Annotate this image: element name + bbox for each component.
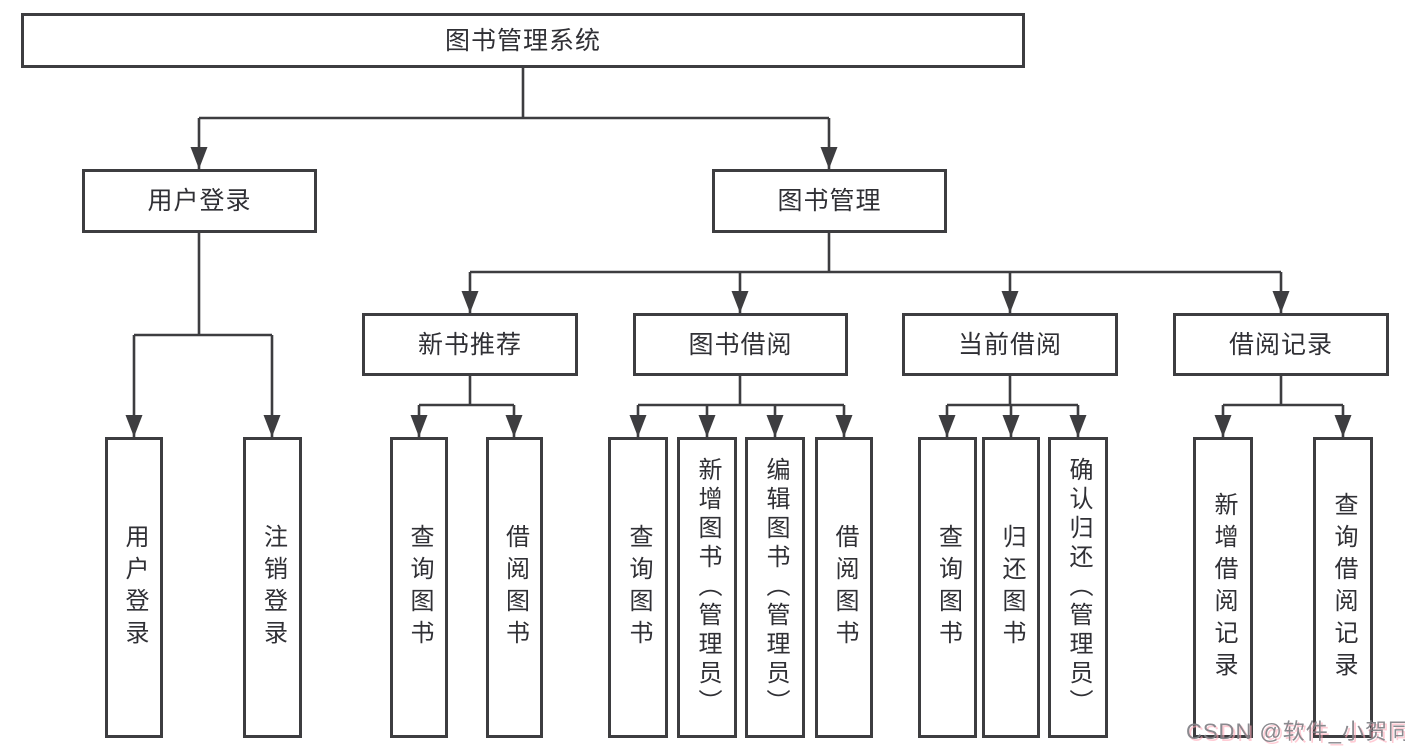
leaf-query-books-1-label: 查询图书 <box>406 523 433 652</box>
leaf-borrow-books-1-label: 借阅图书 <box>501 523 529 652</box>
node-borrow-records: 借阅记录 <box>1173 313 1389 376</box>
leaf-borrow-books-1: 借阅图书 <box>486 437 543 738</box>
leaf-logout: 注销登录 <box>243 437 302 738</box>
node-new-book-recommend: 新书推荐 <box>362 313 578 376</box>
leaf-add-borrow-record: 新增借阅记录 <box>1193 437 1253 738</box>
node-book-management: 图书管理 <box>712 169 947 233</box>
leaf-query-books-2-label: 查询图书 <box>625 523 652 652</box>
csdn-watermark: CSDN @软件_小贺同学 <box>1186 719 1405 744</box>
leaf-add-borrow-record-label: 新增借阅记录 <box>1210 491 1237 684</box>
leaf-query-borrow-record: 查询借阅记录 <box>1313 437 1373 738</box>
leaf-add-books-label: 新增图书（管理员） <box>694 457 721 718</box>
leaf-borrow-books-2-label: 借阅图书 <box>831 523 858 652</box>
leaf-query-books-3-label: 查询图书 <box>934 523 962 652</box>
node-user-login: 用户登录 <box>82 169 317 233</box>
leaf-add-books: 新增图书（管理员） <box>677 437 737 738</box>
leaf-borrow-books-2: 借阅图书 <box>815 437 873 738</box>
node-current-borrow: 当前借阅 <box>902 313 1118 376</box>
leaf-query-books-3: 查询图书 <box>918 437 977 738</box>
leaf-return-books-label: 归还图书 <box>998 523 1025 652</box>
leaf-edit-books: 编辑图书（管理员） <box>745 437 805 738</box>
leaf-logout-label: 注销登录 <box>259 523 287 652</box>
leaf-query-borrow-record-label: 查询借阅记录 <box>1330 491 1357 684</box>
leaf-user-login: 用户登录 <box>105 437 163 738</box>
leaf-return-books: 归还图书 <box>982 437 1040 738</box>
leaf-confirm-return-label: 确认归还（管理员） <box>1065 457 1092 718</box>
leaf-query-books-1: 查询图书 <box>390 437 448 738</box>
leaf-user-login-label: 用户登录 <box>121 523 148 652</box>
leaf-query-books-2: 查询图书 <box>608 437 668 738</box>
leaf-confirm-return: 确认归还（管理员） <box>1048 437 1108 738</box>
node-book-borrow: 图书借阅 <box>633 313 848 376</box>
node-system-root: 图书管理系统 <box>21 13 1025 68</box>
leaf-edit-books-label: 编辑图书（管理员） <box>762 457 789 718</box>
